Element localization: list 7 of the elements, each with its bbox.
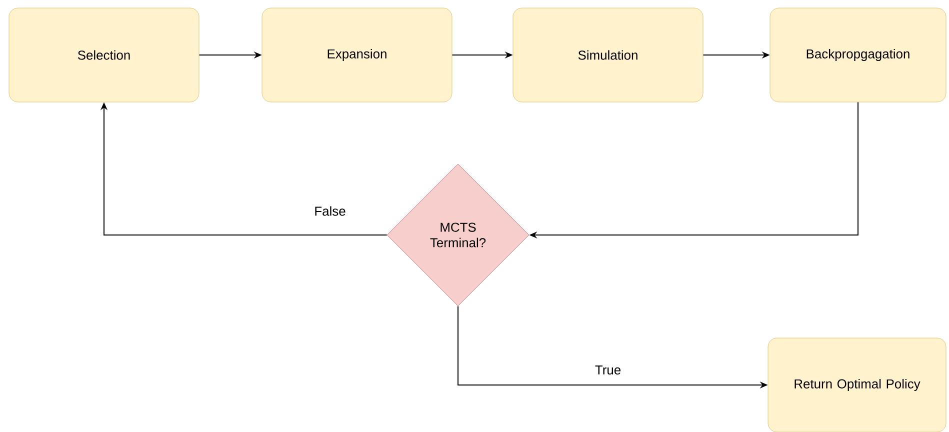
- process-box: Return Optimal Policy: [768, 338, 946, 432]
- edge-label: False: [313, 205, 347, 217]
- edge-label: True: [594, 364, 622, 376]
- process-box: Expansion: [262, 8, 452, 102]
- process-box: Simulation: [512, 8, 704, 102]
- process-box: Selection: [8, 8, 200, 102]
- process-box: Backpropgagation: [770, 8, 946, 102]
